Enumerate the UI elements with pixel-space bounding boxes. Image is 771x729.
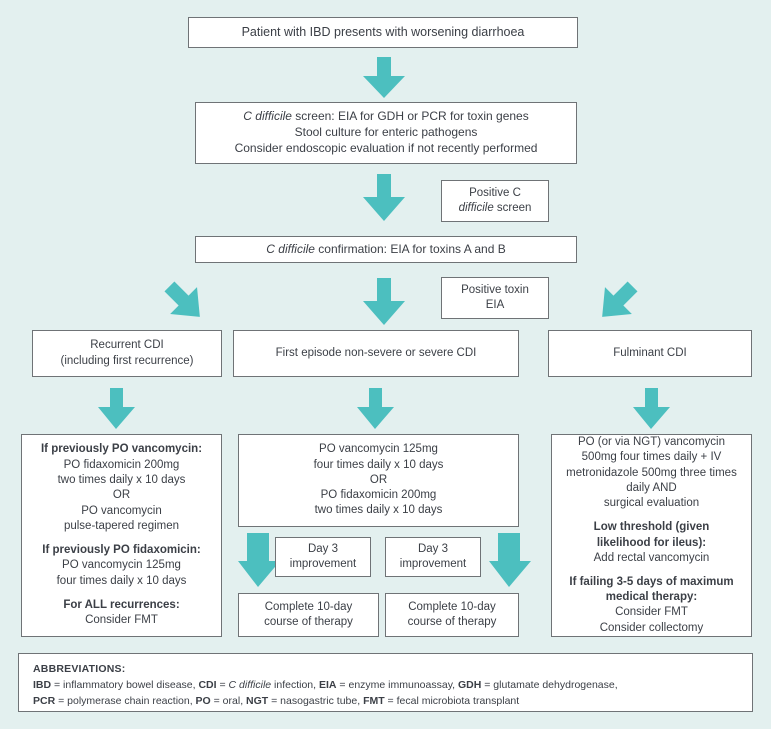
node-line: OR bbox=[112, 489, 131, 502]
node-line: PO fidaxomicin 200mg bbox=[63, 458, 180, 471]
node-line: C difficile confirmation: EIA for toxins… bbox=[266, 241, 506, 256]
italic-term: C difficile bbox=[243, 109, 292, 124]
arrow-confirmation-to-recurrent-icon bbox=[154, 278, 216, 326]
italic-term: difficile bbox=[458, 202, 494, 214]
node-line: Patient with IBD presents with worsening… bbox=[241, 25, 525, 40]
node-line: Consider collectomy bbox=[599, 621, 704, 634]
arrow-confirmation-to-first-episode-icon bbox=[355, 278, 413, 326]
abbreviation-term: EIA bbox=[319, 678, 337, 691]
node-line: Consider FMT bbox=[615, 606, 688, 619]
arrow-screen-to-confirmation-icon bbox=[355, 174, 413, 222]
node-line: If previously PO vancomycin: bbox=[40, 443, 203, 456]
label-positive-c-difficile-screen: Positive C difficile screen bbox=[441, 180, 549, 222]
node-line: daily AND bbox=[626, 481, 677, 494]
node-line: medical therapy: bbox=[605, 591, 698, 604]
node-line: Recurrent CDI bbox=[90, 339, 164, 352]
node-day-3-improvement-left: Day 3 improvement bbox=[275, 537, 371, 577]
node-line: metronidazole 500mg three times bbox=[566, 466, 737, 479]
abbreviation-term: NGT bbox=[246, 694, 269, 707]
node-complete-course-right: Complete 10-day course of therapy bbox=[385, 593, 519, 637]
abbreviation-term: CDI bbox=[198, 678, 217, 691]
node-day-3-improvement-right: Day 3 improvement bbox=[385, 537, 481, 577]
arrow-confirmation-to-fulminant-icon bbox=[586, 278, 648, 326]
italic-term: C difficile bbox=[228, 678, 272, 691]
node-line: improvement bbox=[399, 558, 467, 570]
node-line: PO vancomycin 125mg bbox=[319, 443, 438, 456]
abbreviation-term: IBD bbox=[33, 678, 52, 691]
node-line: PO vancomycin bbox=[81, 504, 162, 517]
node-line: Add rectal vancomycin bbox=[593, 551, 710, 564]
node-line: course of therapy bbox=[264, 616, 353, 628]
node-line: Consider FMT bbox=[85, 614, 158, 627]
node-line: pulse-tapered regimen bbox=[63, 519, 180, 532]
node-line: PO fidaxomicin 200mg bbox=[320, 489, 437, 502]
abbreviation-term: GDH bbox=[458, 678, 482, 691]
node-line: PO vancomycin 125mg bbox=[62, 559, 181, 572]
italic-term: C difficile bbox=[266, 241, 315, 256]
node-line: Positive C bbox=[469, 186, 521, 199]
node-line: Complete 10-day bbox=[408, 600, 496, 613]
node-line: likelihood for ileus): bbox=[596, 536, 707, 549]
node-patient-presentation: Patient with IBD presents with worsening… bbox=[188, 17, 578, 48]
node-first-episode-cdi: First episode non-severe or severe CDI bbox=[233, 330, 519, 377]
node-line: OR bbox=[369, 473, 388, 486]
node-line: Day 3 bbox=[417, 542, 449, 555]
node-recurrent-cdi: Recurrent CDI (including first recurrence… bbox=[32, 330, 222, 377]
node-fulminant-cdi: Fulminant CDI bbox=[548, 330, 752, 377]
node-line: Stool culture for enteric pathogens bbox=[294, 125, 478, 140]
node-recurrent-cdi-treatment: If previously PO vancomycin: PO fidaxomic… bbox=[21, 434, 222, 637]
abbreviations-title: ABBREVIATIONS: bbox=[33, 663, 126, 675]
node-line: 500mg four times daily + IV bbox=[581, 451, 722, 464]
abbreviation-term: PCR bbox=[33, 694, 56, 707]
node-line: course of therapy bbox=[407, 616, 497, 628]
abbreviations-row-2: PCR = polymerase chain reaction, PO = or… bbox=[33, 694, 520, 707]
node-complete-course-left: Complete 10-day course of therapy bbox=[238, 593, 379, 637]
node-line: improvement bbox=[289, 558, 357, 570]
arrow-first-episode-to-treatment-icon bbox=[352, 388, 400, 430]
node-line: difficile screen bbox=[458, 202, 532, 214]
node-line: PO (or via NGT) vancomycin bbox=[578, 436, 725, 448]
abbreviations-panel: ABBREVIATIONS: IBD = inflammatory bowel … bbox=[18, 653, 753, 712]
node-c-difficile-screen: C difficile screen: EIA for GDH or PCR f… bbox=[195, 102, 577, 164]
node-line: Low threshold (given bbox=[593, 521, 710, 534]
node-line: Fulminant CDI bbox=[613, 346, 687, 359]
arrow-recurrent-to-treatment-icon bbox=[93, 388, 141, 430]
arrow-treatment-to-complete-right-icon bbox=[489, 533, 533, 588]
node-line: For ALL recurrences: bbox=[63, 598, 180, 611]
node-line: C difficile screen: EIA for GDH or PCR f… bbox=[243, 109, 529, 124]
node-line: If previously PO fidaxomicin: bbox=[42, 544, 201, 557]
node-line: two times daily x 10 days bbox=[314, 504, 443, 517]
node-c-difficile-confirmation: C difficile confirmation: EIA for toxins… bbox=[195, 236, 577, 263]
node-first-episode-treatment: PO vancomycin 125mg four times daily x 10… bbox=[238, 434, 519, 527]
node-fulminant-cdi-treatment: PO (or via NGT) vancomycin 500mg four tim… bbox=[551, 434, 752, 637]
node-line: two times daily x 10 days bbox=[57, 474, 186, 487]
node-line: four times daily x 10 days bbox=[313, 458, 444, 471]
node-line: surgical evaluation bbox=[603, 497, 700, 510]
node-line: (including first recurrence) bbox=[60, 354, 194, 367]
abbreviations-row-1: IBD = inflammatory bowel disease, CDI = … bbox=[33, 678, 618, 691]
node-line: First episode non-severe or severe CDI bbox=[275, 346, 477, 359]
node-line: Consider endoscopic evaluation if not re… bbox=[234, 140, 538, 155]
abbreviation-term: PO bbox=[195, 694, 211, 707]
node-line: Complete 10-day bbox=[264, 600, 353, 613]
arrow-fulminant-to-treatment-icon bbox=[628, 388, 676, 430]
node-line: If failing 3-5 days of maximum bbox=[569, 575, 734, 588]
arrow-start-to-screen-icon bbox=[355, 57, 413, 99]
abbreviation-term: FMT bbox=[363, 694, 385, 707]
node-line: four times daily x 10 days bbox=[56, 574, 187, 587]
node-line: Positive toxin bbox=[461, 283, 529, 296]
node-line: EIA bbox=[485, 299, 505, 311]
node-line: Day 3 bbox=[307, 542, 339, 555]
